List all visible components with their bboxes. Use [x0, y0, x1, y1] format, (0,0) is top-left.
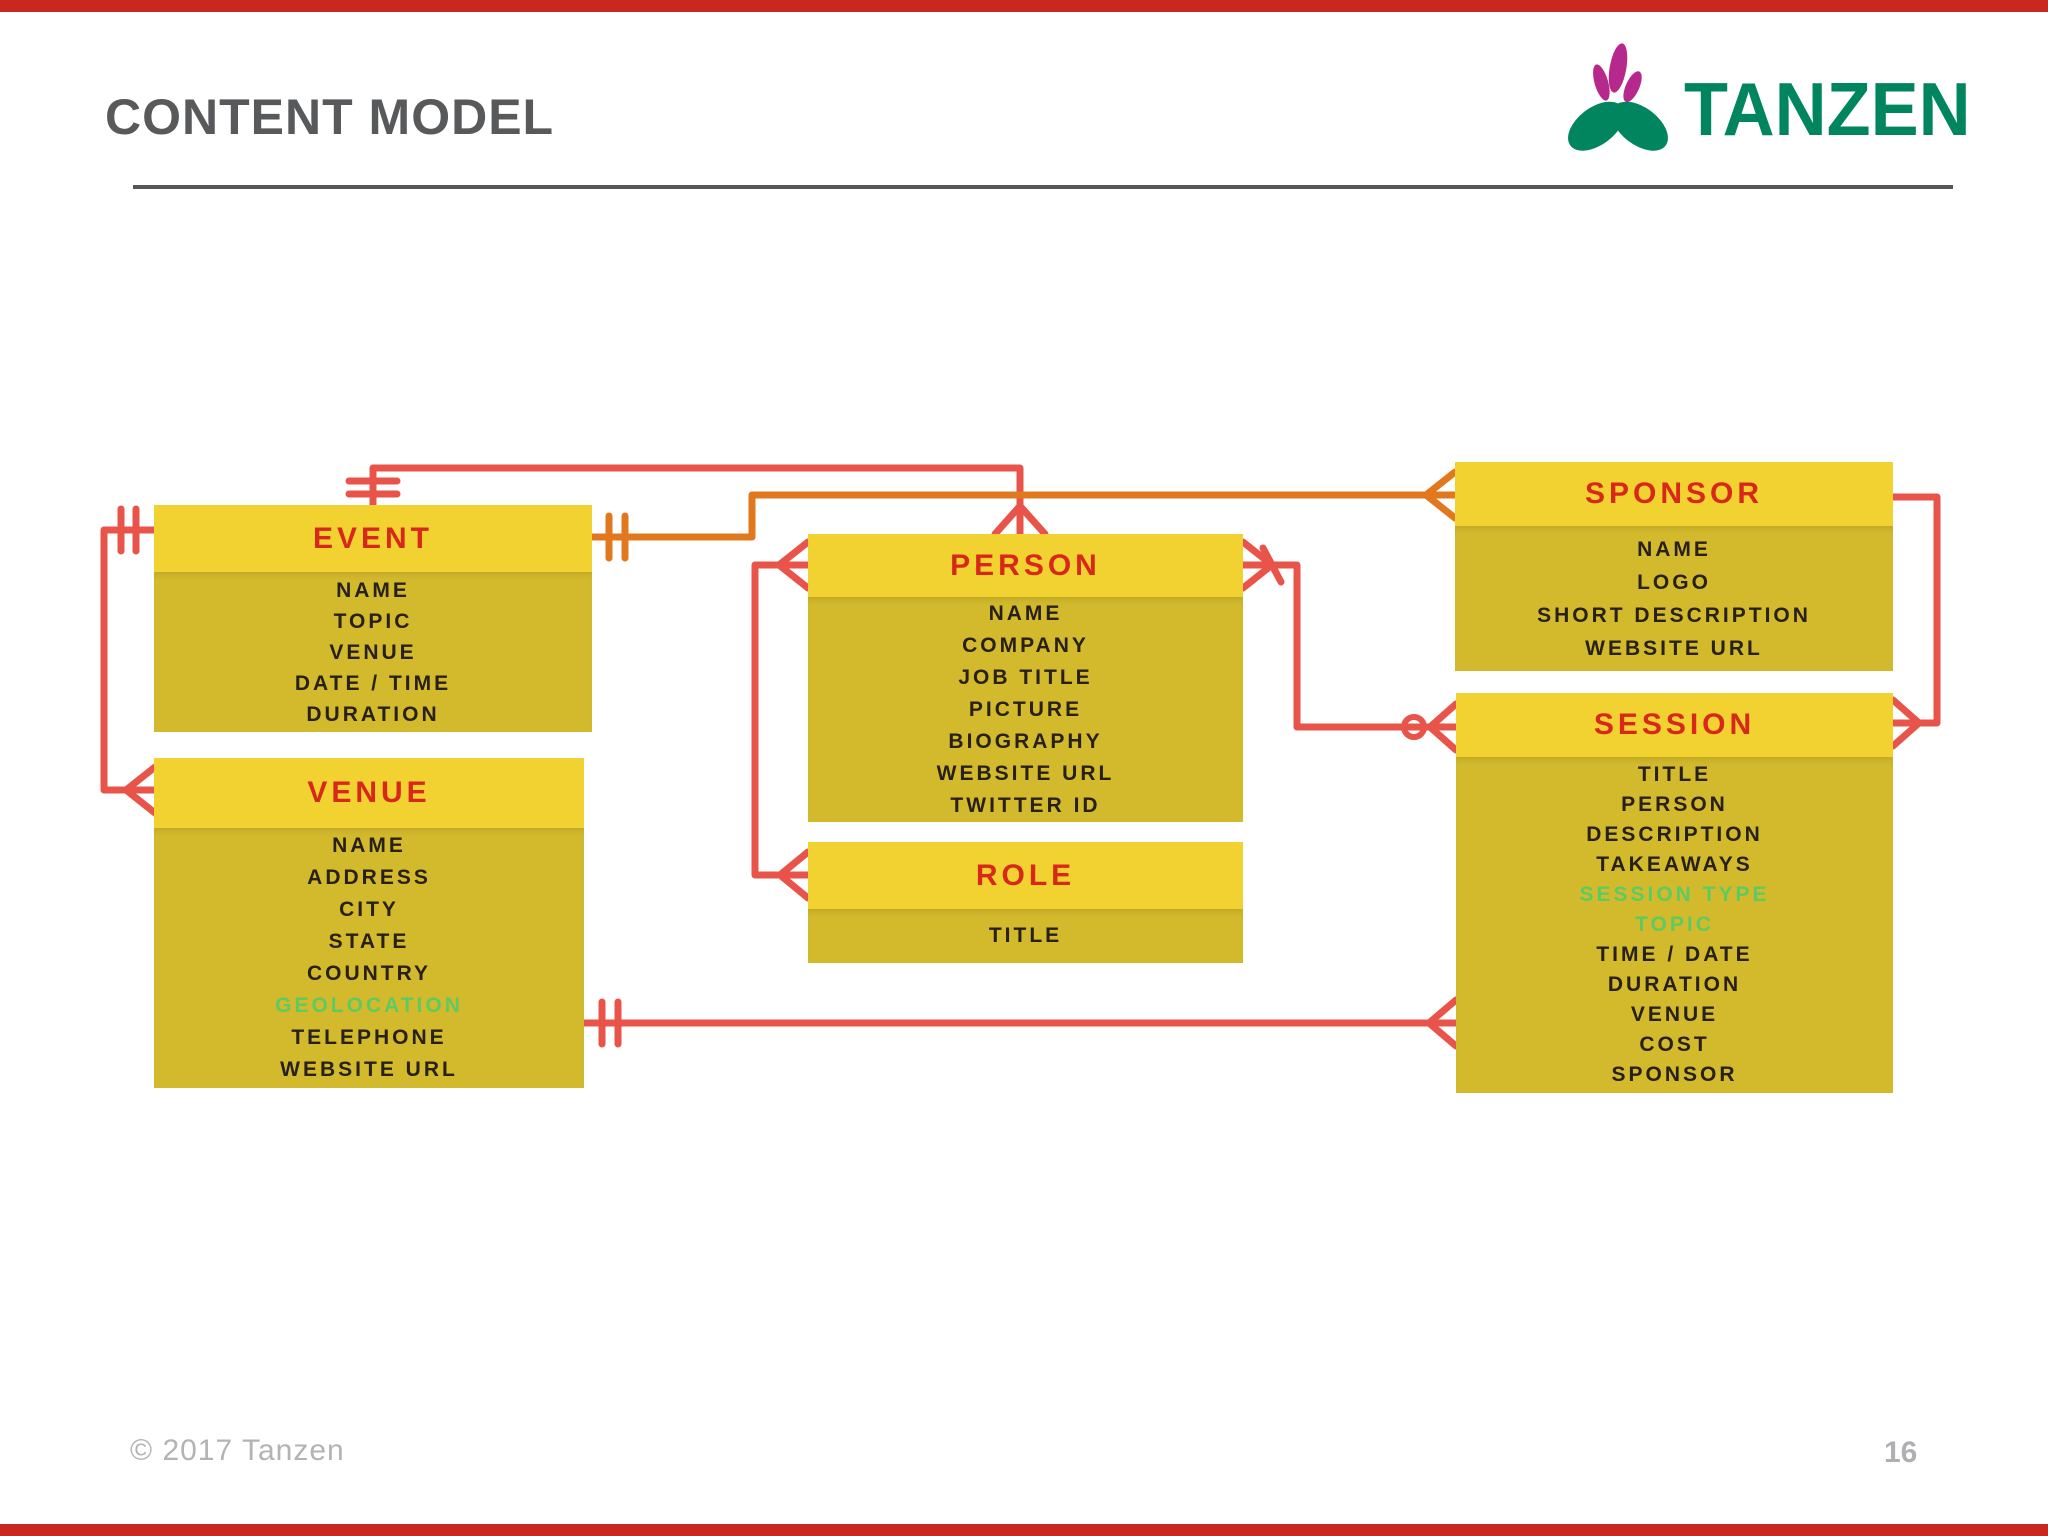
entity-event-title: EVENT — [312, 521, 434, 555]
entity-attribute: PICTURE — [968, 697, 1083, 721]
page-title: CONTENT MODEL — [105, 89, 555, 145]
entity-attribute: TWITTER ID — [950, 793, 1101, 817]
entity-event-attributes: NAME TOPIC VENUE DATE / TIME DURATION — [154, 572, 592, 732]
entity-event: EVENT NAME TOPIC VENUE DATE / TIME DURATION — [154, 505, 592, 732]
entity-attribute: TOPIC — [1635, 913, 1714, 936]
top-accent-bar — [0, 0, 2048, 12]
entity-attribute: JOB TITLE — [958, 665, 1093, 689]
entity-session: SESSION TITLE PERSON DESCRIPTION TAKEAWAYS S… — [1456, 693, 1893, 1093]
entity-venue: VENUE NAME ADDRESS CITY STATE COUNTRY GEOLOCA… — [154, 758, 584, 1088]
tanzen-logo-icon — [1568, 43, 1668, 151]
entity-attribute: WEBSITE URL — [280, 1058, 458, 1081]
entity-sponsor-attributes: NAME LOGO SHORT DESCRIPTION WEBSITE URL — [1455, 526, 1893, 671]
entity-attribute: STATE — [328, 930, 410, 953]
entity-attribute: DATE / TIME — [294, 671, 452, 695]
page-number: 16 — [1884, 1436, 1918, 1469]
entity-role: ROLE TITLE — [808, 842, 1243, 963]
entity-session-title: SESSION — [1593, 708, 1756, 741]
entity-session-header: SESSION — [1456, 693, 1893, 757]
entity-attribute: SESSION TYPE — [1579, 883, 1770, 906]
tanzen-logo-text: TANZEN — [1684, 68, 1971, 152]
entity-person-header: PERSON — [808, 534, 1243, 597]
entity-person: PERSON NAME COMPANY JOB TITLE PICTURE BIOGRA… — [808, 534, 1243, 822]
entity-attribute: NAME — [332, 834, 406, 857]
entity-attribute: CITY — [339, 898, 399, 921]
entity-person-attributes: NAME COMPANY JOB TITLE PICTURE BIOGRAPHY WEBS… — [808, 597, 1243, 822]
entity-sponsor: SPONSOR NAME LOGO SHORT DESCRIPTION WEBSITE… — [1455, 462, 1893, 671]
entity-attribute: DESCRIPTION — [1586, 823, 1763, 846]
entity-venue-attributes: NAME ADDRESS CITY STATE COUNTRY GEOLOCATION TE… — [154, 828, 584, 1088]
entity-attribute: ADDRESS — [307, 866, 431, 889]
connector-sponsor-session — [1889, 493, 1941, 750]
connector-person-role — [751, 538, 812, 902]
entity-attribute: NAME — [1637, 537, 1711, 561]
entity-attribute: TIME / DATE — [1596, 943, 1753, 966]
entity-attribute: SHORT DESCRIPTION — [1537, 603, 1811, 627]
connector-person-session — [1239, 538, 1460, 754]
entity-attribute: COST — [1639, 1033, 1710, 1056]
entity-attribute: WEBSITE URL — [936, 761, 1115, 785]
entity-attribute: TOPIC — [333, 609, 413, 633]
entity-session-attributes: TITLE PERSON DESCRIPTION TAKEAWAYS SESSION T… — [1456, 757, 1893, 1093]
footer-copyright: © 2017 Tanzen — [130, 1434, 345, 1467]
entity-attribute: GEOLOCATION — [275, 994, 463, 1017]
entity-sponsor-title: SPONSOR — [1584, 477, 1764, 510]
entity-attribute: NAME — [336, 578, 410, 602]
entity-attribute: TAKEAWAYS — [1596, 853, 1753, 876]
entity-attribute: TITLE — [1637, 763, 1712, 786]
entity-attribute: SPONSOR — [1611, 1063, 1738, 1086]
connector-event-venue — [100, 505, 159, 817]
entity-role-header: ROLE — [808, 842, 1243, 909]
entity-attribute: LOGO — [1637, 570, 1711, 594]
entity-attribute: VENUE — [329, 640, 417, 664]
entity-attribute: TITLE — [988, 924, 1063, 947]
connector-venue-session — [581, 996, 1460, 1050]
entity-attribute: PERSON — [1621, 793, 1728, 816]
tanzen-logo: TANZEN — [1566, 36, 1971, 154]
entity-attribute: WEBSITE URL — [1585, 636, 1763, 660]
entity-role-attributes: TITLE — [808, 909, 1243, 963]
entity-attribute: COUNTRY — [306, 962, 432, 985]
bottom-accent-bar — [0, 1524, 2048, 1536]
entity-venue-title: VENUE — [307, 776, 431, 809]
entity-attribute: COMPANY — [962, 633, 1089, 657]
entity-attribute: BIOGRAPHY — [948, 729, 1103, 753]
entity-sponsor-header: SPONSOR — [1455, 462, 1893, 526]
entity-attribute: VENUE — [1630, 1003, 1719, 1026]
entity-attribute: TELEPHONE — [291, 1026, 447, 1049]
entity-attribute: DURATION — [1607, 973, 1742, 996]
title-underline — [133, 185, 1953, 189]
entity-person-title: PERSON — [950, 548, 1101, 582]
entity-attribute: DURATION — [306, 702, 440, 726]
entity-event-header: EVENT — [154, 505, 592, 572]
entity-role-title: ROLE — [975, 858, 1076, 892]
entity-venue-header: VENUE — [154, 758, 584, 828]
entity-attribute: NAME — [988, 601, 1063, 625]
